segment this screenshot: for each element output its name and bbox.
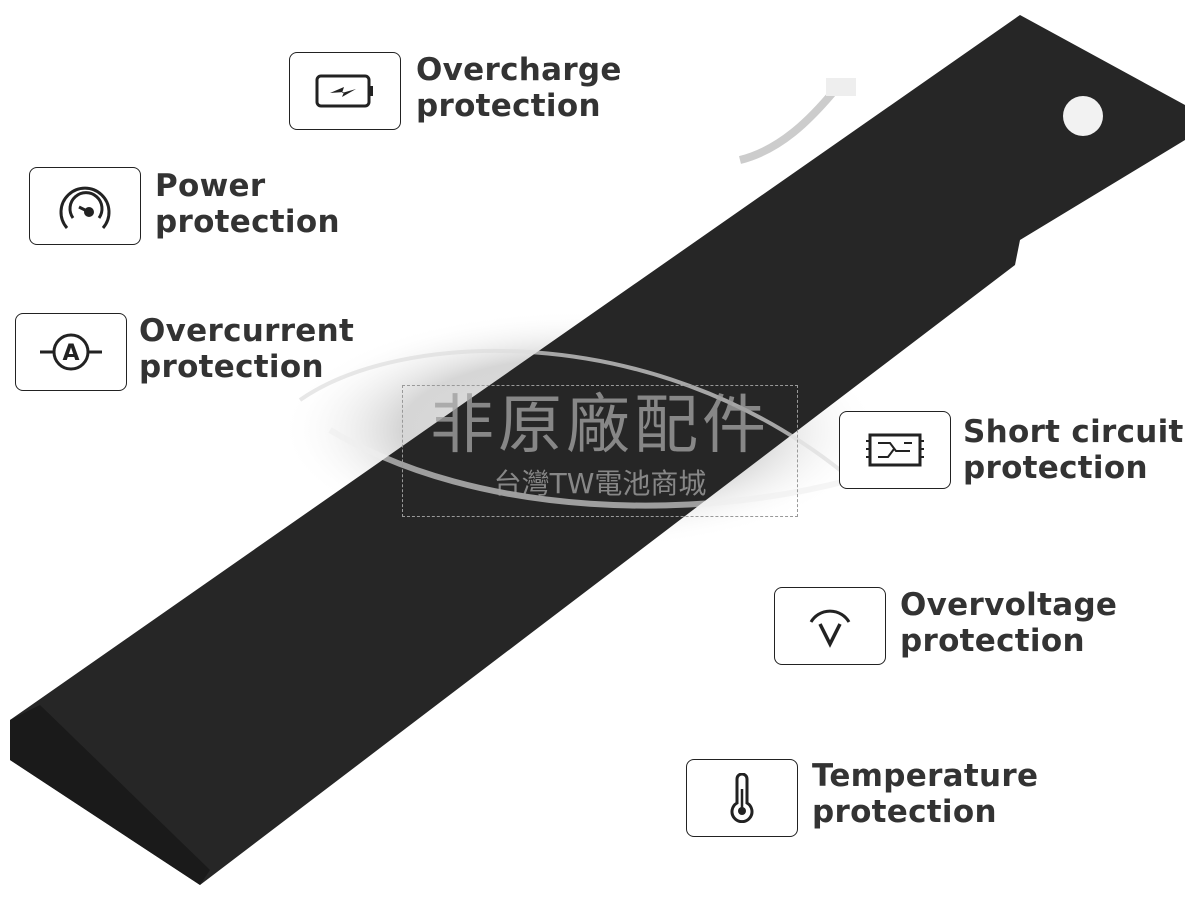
label-line: protection <box>416 88 601 124</box>
overcharge-icon-box <box>289 52 401 130</box>
watermark-subtitle: 台灣TW電池商城 <box>493 467 707 500</box>
voltage-icon <box>809 609 851 648</box>
svg-text:A: A <box>62 341 79 366</box>
overcurrent-icon-box: A <box>15 313 127 391</box>
label-line: protection <box>155 204 340 240</box>
label-line: protection <box>900 623 1085 659</box>
label-line: Temperature <box>812 758 1039 794</box>
thermometer-icon <box>730 773 754 823</box>
label-line: protection <box>963 450 1148 486</box>
battery-charge-icon <box>315 74 373 108</box>
ammeter-icon: A <box>40 333 102 371</box>
circuit-board-icon <box>866 433 924 467</box>
label-line: Overcurrent <box>139 313 355 349</box>
power-icon-box <box>29 167 141 245</box>
temperature-icon-box <box>686 759 798 837</box>
overvoltage-icon-box <box>774 587 886 665</box>
label-line: protection <box>812 794 997 830</box>
label-line: Short circuit <box>963 414 1184 450</box>
label-line: Power <box>155 168 266 204</box>
watermark: 非原廠配件 台灣TW電池商城 <box>402 385 798 517</box>
label-line: protection <box>139 349 324 385</box>
short-circuit-icon-box <box>839 411 951 489</box>
label-line: Overcharge <box>416 52 622 88</box>
label-line: Overvoltage <box>900 587 1118 623</box>
gauge-icon <box>59 186 111 229</box>
watermark-title: 非原廠配件 <box>430 389 770 463</box>
